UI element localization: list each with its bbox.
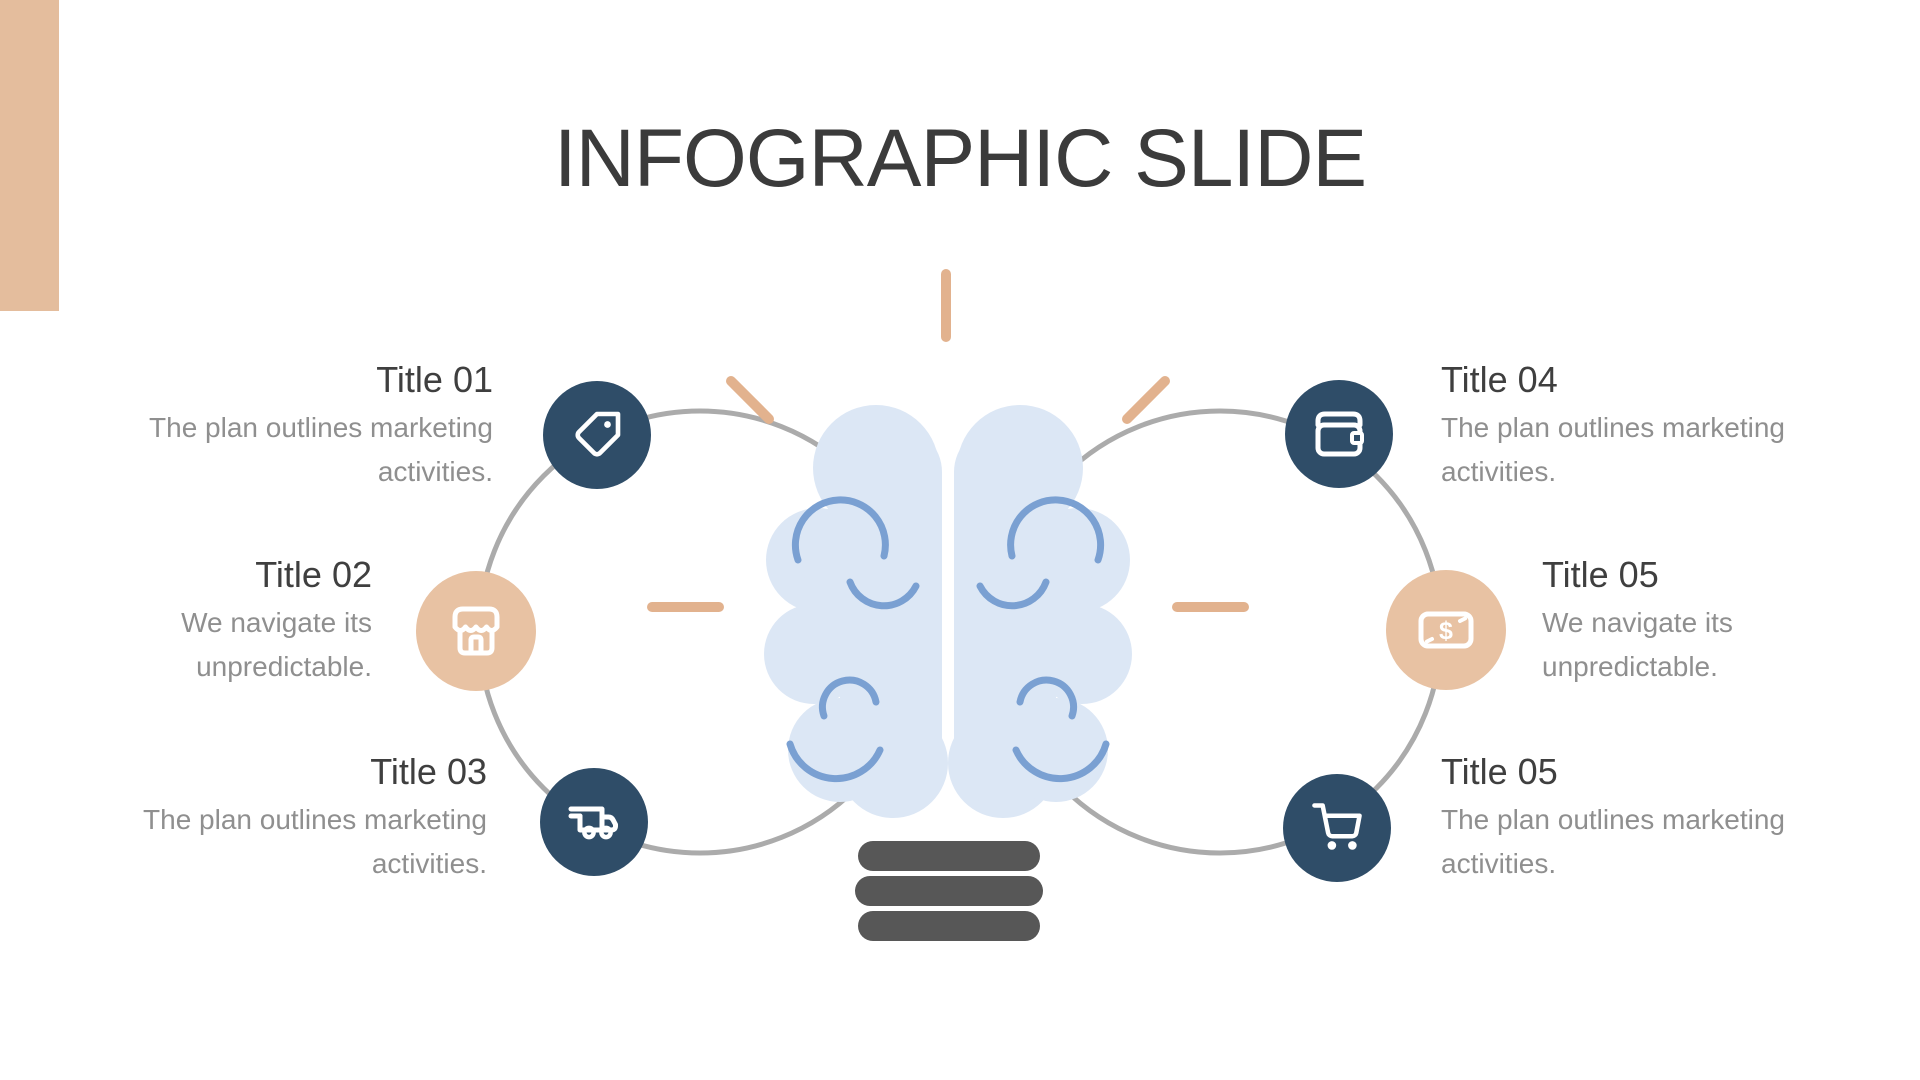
dollar-glyph: $ xyxy=(1439,617,1453,645)
node-circle xyxy=(1386,570,1506,690)
node-title-04 xyxy=(1285,380,1393,488)
node-title-01 xyxy=(543,381,651,489)
item-title: Title 05 xyxy=(1441,751,1558,792)
item-block-04: Title 04 The plan outlines marketing act… xyxy=(1441,358,1871,494)
item-description: We navigate its unpredictable. xyxy=(181,607,372,682)
item-block-01: Title 01 The plan outlines marketing act… xyxy=(63,358,493,494)
item-description: The plan outlines marketing activities. xyxy=(149,412,493,487)
delivery-truck-icon xyxy=(568,806,619,840)
node-circle xyxy=(540,768,648,876)
node-title-02 xyxy=(416,571,536,691)
banknote-icon xyxy=(1418,611,1474,649)
item-description: The plan outlines marketing activities. xyxy=(143,804,487,879)
ray-upper-right-icon xyxy=(1122,376,1170,424)
node-title-03 xyxy=(540,768,648,876)
item-block-06: Title 05 The plan outlines marketing act… xyxy=(1441,750,1871,886)
item-block-02: Title 02 We navigate its unpredictable. xyxy=(92,553,372,689)
node-circle xyxy=(543,381,651,489)
node-circle xyxy=(1283,774,1391,882)
item-title: Title 02 xyxy=(255,554,372,595)
node-circle xyxy=(416,571,536,691)
item-description: The plan outlines marketing activities. xyxy=(1441,412,1785,487)
item-title: Title 01 xyxy=(376,359,493,400)
item-description: The plan outlines marketing activities. xyxy=(1441,804,1785,879)
node-title-05: $ xyxy=(1386,570,1506,690)
lightbulb-rays xyxy=(647,269,1249,612)
item-block-05: Title 05 We navigate its unpredictable. xyxy=(1542,553,1822,689)
wallet-icon xyxy=(1315,411,1364,457)
accent-bar xyxy=(0,0,59,311)
slide-title: INFOGRAPHIC SLIDE xyxy=(553,113,1367,204)
item-title: Title 03 xyxy=(370,751,487,792)
node-title-06 xyxy=(1283,774,1391,882)
tag-icon xyxy=(575,411,621,457)
node-circle xyxy=(1285,380,1393,488)
ray-upper-left-icon xyxy=(726,376,774,424)
shopping-cart-icon xyxy=(1312,803,1362,850)
storefront-icon xyxy=(452,606,500,656)
brain-illustration xyxy=(764,405,1132,818)
lightbulb-base xyxy=(855,841,1043,941)
item-block-03: Title 03 The plan outlines marketing act… xyxy=(57,750,487,886)
item-title: Title 04 xyxy=(1441,359,1558,400)
item-description: We navigate its unpredictable. xyxy=(1542,607,1733,682)
item-title: Title 05 xyxy=(1542,554,1659,595)
